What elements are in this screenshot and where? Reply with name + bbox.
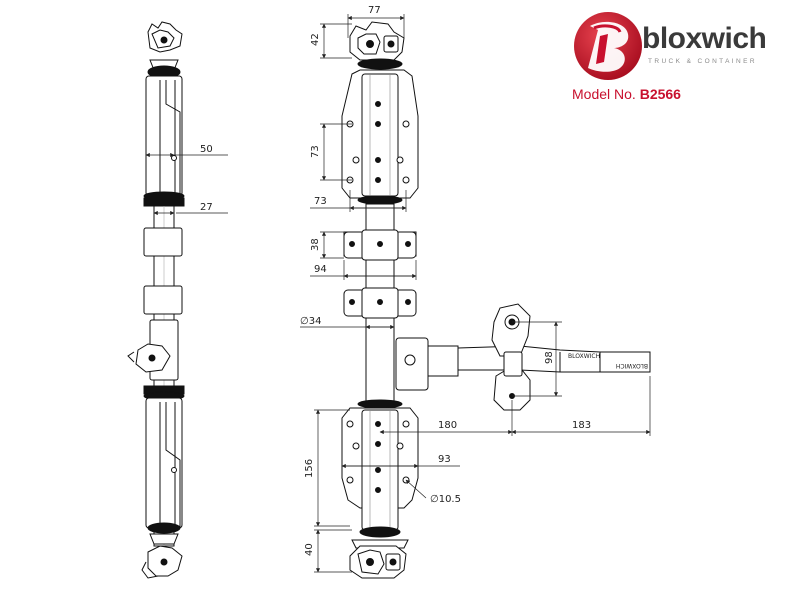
dim-handle-height: 98	[544, 351, 555, 364]
side-view	[127, 21, 185, 579]
dim-bottom-height: 40	[304, 543, 315, 556]
front-view	[341, 21, 651, 579]
handle-stamp-upper: BLOXWICH	[568, 353, 600, 360]
dim-side-depth-2: 27	[200, 202, 213, 213]
brand-name: bloxwich	[642, 22, 767, 55]
dim-handle-offset: 180	[438, 420, 457, 431]
dim-top-width: 77	[368, 5, 381, 16]
handle-stamp-lower: BLOXWICH	[616, 362, 648, 369]
dim-hole-diameter: ∅10.5	[430, 494, 461, 505]
dim-bottom-bracket-width: 93	[438, 454, 451, 465]
brand-block: bloxwich TRUCK & CONTAINER	[570, 8, 795, 108]
brand-tagline: TRUCK & CONTAINER	[648, 58, 757, 65]
dim-guide-width: 94	[314, 264, 327, 275]
dim-handle-length: 183	[572, 420, 591, 431]
dim-bottom-bracket-height: 156	[304, 459, 315, 478]
model-label: Model No.	[572, 86, 636, 102]
dim-bracket-spacing: 73	[310, 145, 321, 158]
model-number: Model No. B2566	[572, 86, 681, 102]
model-code: B2566	[639, 86, 681, 102]
dim-side-depth-1: 50	[200, 144, 213, 155]
dim-top-height: 42	[310, 33, 321, 46]
bloxwich-logo-icon	[574, 12, 642, 80]
side-view-dimensions	[145, 152, 228, 216]
dim-tube-diameter: ∅34	[300, 316, 321, 327]
dim-bracket-width: 73	[314, 196, 327, 207]
dim-guide-height: 38	[310, 238, 321, 251]
front-view-dimension-lines	[300, 14, 651, 573]
